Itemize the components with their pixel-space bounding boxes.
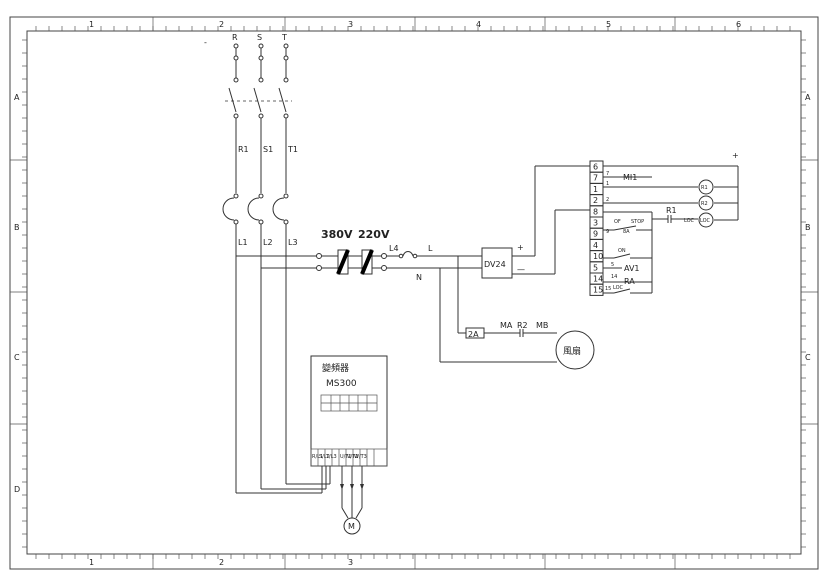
col-number: 6 (736, 20, 741, 29)
wire-label-7: 7 (606, 171, 609, 177)
phase-label-r: R (232, 33, 238, 42)
inverter-ms300: 變頻器 MS300 (236, 355, 388, 535)
three-phase-supply: - R S T (204, 33, 298, 493)
terminal-number: 6 (593, 163, 598, 172)
wire-label-8a: 8A (623, 229, 630, 235)
row-letter: A (14, 93, 20, 102)
wire-label-9: 9 (606, 229, 609, 235)
phase-label-s: S (257, 33, 262, 42)
voltage-primary: 380V (321, 228, 353, 241)
row-letter: D (14, 485, 20, 494)
phase-label-t: T (281, 33, 287, 42)
dc-power-supply: DV24 + — (481, 165, 590, 279)
wire-label-15: 15 (605, 286, 611, 292)
terminal-number: 2 (593, 196, 598, 205)
bus-plus: + (732, 151, 739, 160)
fan-mb-label: MB (536, 321, 548, 330)
inverter-title: 變頻器 (322, 362, 349, 374)
phase-label-t1: T1 (287, 145, 298, 154)
line-n-label: N (416, 273, 422, 282)
inverter-model: MS300 (326, 379, 357, 389)
psu-plus: + (517, 243, 524, 252)
row-letter: A (805, 93, 811, 102)
relay-loc-label: LOC (684, 218, 695, 224)
wire-label-5: 5 (611, 262, 614, 268)
terminal-cell (589, 283, 604, 296)
wire-label-1: 1 (606, 181, 609, 187)
terminal-number: 7 (593, 174, 598, 183)
contact-stop: STOP (631, 219, 644, 225)
wire-label-14: 14 (611, 274, 617, 280)
voltage-secondary: 220V (358, 228, 390, 241)
psu-minus: — (517, 265, 525, 274)
col-number: 3 (348, 558, 353, 567)
line-l-label: L (428, 244, 433, 253)
terminal-number: 9 (593, 230, 598, 239)
phase-label-r1: R1 (238, 145, 249, 154)
psu-label: DV24 (484, 260, 506, 269)
col-number: 4 (476, 20, 481, 29)
minus-mark: - (204, 38, 207, 47)
row-letter: C (14, 353, 20, 362)
terminal-u: U/T1 (340, 454, 352, 460)
lamp-r1-label: R1 (701, 185, 708, 191)
relay-r1-label: R1 (666, 206, 677, 215)
terminal-w: W/T3 (354, 454, 367, 460)
terminal-s: S/L2 (319, 454, 330, 460)
fuse-label: L4 (389, 244, 399, 253)
fan-ma-label: MA (500, 321, 513, 330)
fan-circuit: 2A MA R2 MB 風扇 (439, 256, 595, 370)
terminal-number: 5 (593, 263, 598, 272)
terminal-number: 15 (593, 286, 603, 295)
terminal-number: 14 (593, 275, 603, 284)
fan-label: 風扇 (563, 345, 581, 357)
fan-r2-label: R2 (517, 321, 528, 330)
col-number: 2 (219, 558, 224, 567)
drawing-frame: 1 2 3 4 5 6 1 2 3 A B C D A B C (9, 16, 819, 570)
terminal-r: R/L1 (312, 454, 323, 460)
col-number: 1 (89, 558, 94, 567)
lamp-loc-label: LOC (700, 218, 711, 224)
phase-label-l3: L3 (288, 238, 298, 247)
contact-of: OF (614, 219, 621, 225)
terminal-number: 3 (593, 219, 598, 228)
lamp-r2-label: R2 (701, 201, 708, 207)
col-number: 5 (606, 20, 611, 29)
terminal-number: 10 (593, 252, 603, 261)
terminal-number: 8 (593, 207, 598, 216)
terminal-number: 1 (593, 185, 598, 194)
phase-label-l2: L2 (263, 238, 273, 247)
row-letter: C (805, 353, 811, 362)
row-letter: B (805, 223, 811, 232)
wire-label-av1: AV1 (624, 264, 640, 273)
wire-label-ra: RA (624, 277, 635, 286)
terminal-t: T/L3 (325, 454, 337, 460)
control-transformer: 380V 220V L4 L N (236, 228, 482, 282)
terminal-number: 4 (593, 241, 598, 250)
col-number: 1 (89, 20, 94, 29)
col-number: 2 (219, 20, 224, 29)
breaker-2a: 2A (468, 330, 479, 339)
motor-label: M (348, 522, 355, 531)
row-letter: B (14, 223, 20, 232)
terminal-v: V/T2 (347, 454, 358, 460)
col-number: 3 (348, 20, 353, 29)
phase-label-l1: L1 (238, 238, 248, 247)
phase-label-s1: S1 (263, 145, 273, 154)
wire-label-2: 2 (606, 197, 609, 203)
wire-label-mi1: MI1 (623, 173, 637, 182)
contact-loc: LOC (613, 285, 624, 291)
contact-on: ON (618, 248, 626, 254)
